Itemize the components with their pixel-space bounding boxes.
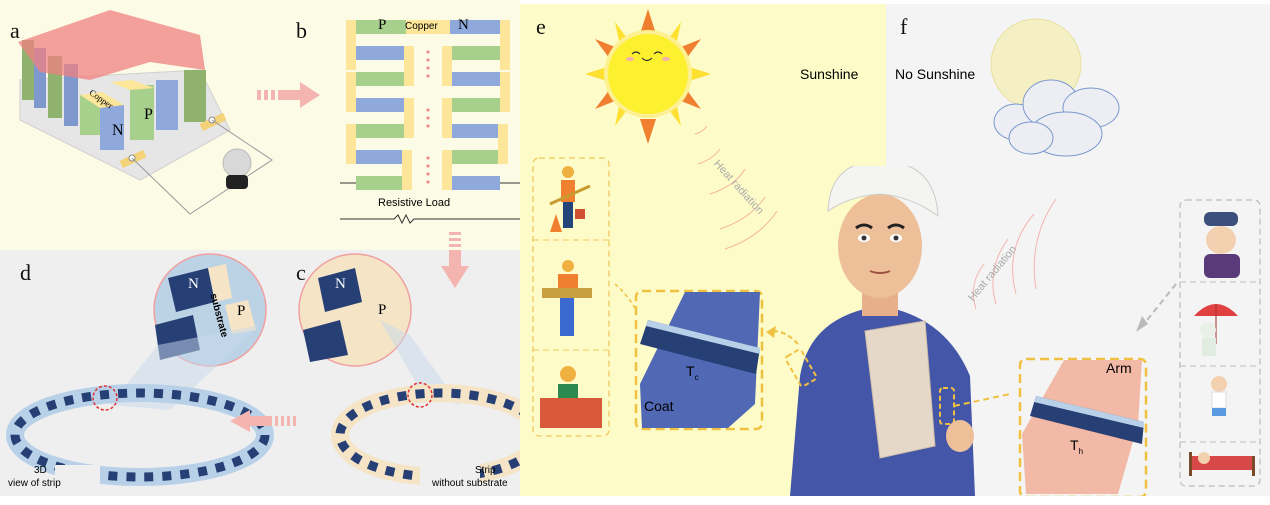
arrow-c-to-d [230,410,296,432]
panel-letter-e: e [536,14,546,39]
wearable-band-e [640,320,760,374]
panel-letter-a: a [10,18,20,43]
cloud-icon [993,79,1120,157]
label-copper-b: Copper [405,21,438,32]
worker-character [784,166,1010,496]
temp-arm: Th [1070,437,1083,456]
cold-person-icon [1204,212,1240,278]
resistor-circuit [340,182,520,225]
panel-letter-f: f [900,14,908,39]
highlight-circle-c [407,382,433,408]
arm-label: Arm [1106,360,1132,376]
heat-flow-arrows [426,50,430,184]
light-bulb-icon [222,148,252,178]
person-list-box [1179,199,1261,487]
heat-radiation-arcs-e [694,125,778,250]
n-leg [100,105,124,150]
label-n-a: N [112,122,124,139]
temp-arm-symbol: T [1070,437,1079,453]
clipboard [864,320,936,459]
label-p-d: P [237,303,246,319]
temp-coat-symbol: T [686,363,695,379]
panel-letter-c: c [296,260,306,285]
arrow-a-to-b [257,82,320,108]
p-leg [130,85,154,140]
coat-zoom-box [634,289,764,431]
hard-hat [827,166,939,218]
label-p-b: P [378,17,387,33]
label-n-b: N [458,17,469,33]
arm-zoom-box [1018,357,1148,496]
running-person-icon [1211,376,1227,416]
panel-letter-d: d [20,260,31,285]
worker-face [838,194,922,298]
label-n-c: N [335,276,346,292]
umbrella-person-icon [1194,304,1238,356]
panel-b-schematic [340,20,520,225]
panel-e-illustration [532,9,799,437]
condition-sunshine: Sunshine [800,66,859,82]
label-p-a: P [144,106,153,123]
road-worker-icon [549,166,591,232]
heat-radiation-arcs-f [972,198,1057,310]
caption-c-line2: without substrate [432,478,508,489]
caption-d-line1: 3D [34,465,47,476]
panel-a-module-illustration [18,10,273,215]
condition-no-sunshine: No Sunshine [895,66,976,82]
sun-icon [585,9,711,144]
caption-c-line1: Strip [475,465,496,476]
temp-coat: Tc [686,363,699,382]
schematic-legs [346,20,510,190]
panel-cd-strips [6,253,520,495]
worker-list-box [532,157,610,437]
temp-coat-subscript: c [694,372,699,382]
temp-arm-subscript: h [1078,446,1084,456]
panel-letter-b: b [296,18,307,43]
hot-side-heat-layer [18,10,205,80]
panel-f-illustration [972,18,1261,496]
label-n-d: N [188,276,199,292]
coat-label: Coat [644,398,674,414]
thermoelectric-legs [22,40,206,150]
label-p-c: P [378,302,387,318]
copper-top [80,92,124,108]
wearable-band-f [1030,396,1144,444]
arrow-b-to-c [441,232,469,288]
label-resistive-load: Resistive Load [378,197,451,209]
sleeping-person-icon [1189,452,1255,476]
highlight-circle-d [92,385,118,411]
bricklayer-icon [540,366,602,428]
jackhammer-worker-icon [542,260,592,336]
caption-d-line2: view of strip [8,478,61,489]
